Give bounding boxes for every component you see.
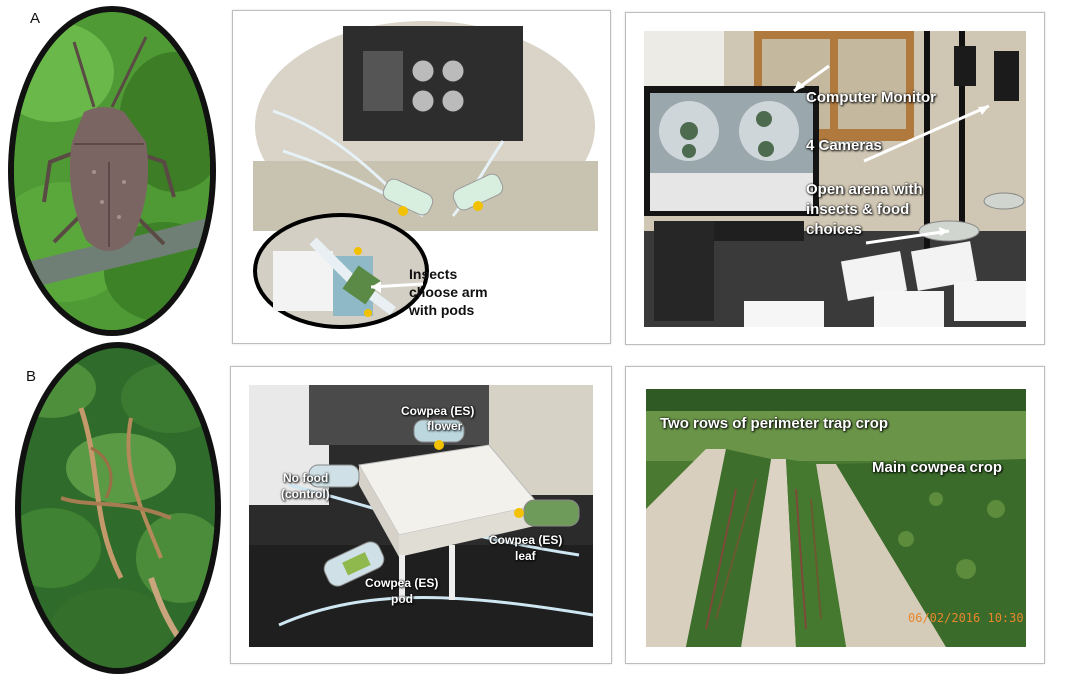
panel-e-arena-label-line2: insects & food bbox=[806, 201, 910, 218]
field-trap-crop-illustration bbox=[646, 389, 1026, 647]
panel-d-leaf-label-line1: Cowpea (ES) bbox=[489, 533, 563, 547]
panel-d-flower-label-line2: flower bbox=[427, 419, 463, 433]
panel-a-stink-bug-photo bbox=[8, 6, 216, 336]
olfactometer-illustration bbox=[253, 21, 598, 333]
panel-f-frame: Two rows of perimeter trap crop Main cow… bbox=[625, 366, 1045, 664]
panel-c-annotation-line1: Insects bbox=[409, 266, 458, 282]
panel-d-flower-label-line1: Cowpea (ES) bbox=[401, 404, 475, 418]
panel-a-photo-content bbox=[14, 12, 210, 330]
panel-d-four-arm-olfactometer-photo bbox=[249, 385, 593, 647]
camera-setup-illustration bbox=[644, 31, 1026, 327]
panel-f-main-crop-label: Main cowpea crop bbox=[872, 459, 1003, 476]
panel-c-frame: Insects choose arm with pods bbox=[232, 10, 611, 344]
stink-bug-illustration bbox=[14, 12, 210, 330]
damaged-cowpea-illustration bbox=[21, 348, 215, 668]
panel-e-camera-setup-photo bbox=[644, 31, 1026, 327]
panel-d-frame: Cowpea (ES) flower No food (control) Cow… bbox=[230, 366, 612, 664]
panel-c-annotation-line2: choose arm bbox=[409, 284, 488, 300]
panel-label-b: B bbox=[26, 368, 37, 385]
panel-e-cameras-label: 4 Cameras bbox=[806, 137, 882, 154]
panel-d-pod-label-line2: pod bbox=[391, 592, 413, 606]
panel-f-timestamp: 06/02/2016 10:30 bbox=[908, 611, 1024, 625]
panel-d-control-label-line2: (control) bbox=[281, 487, 330, 501]
panel-f-trap-crop-label: Two rows of perimeter trap crop bbox=[660, 415, 889, 432]
panel-f-field-photo bbox=[646, 389, 1026, 647]
four-arm-olfactometer-illustration bbox=[249, 385, 593, 647]
panel-e-arena-label-line1: Open arena with bbox=[806, 181, 923, 198]
panel-c-olfactometer-photo bbox=[253, 21, 598, 333]
panel-e-arena-label-line3: choices bbox=[806, 221, 862, 238]
panel-b-photo-content bbox=[21, 348, 215, 668]
panel-d-leaf-label-line2: leaf bbox=[515, 549, 536, 563]
panel-d-pod-label-line1: Cowpea (ES) bbox=[365, 576, 439, 590]
panel-label-a: A bbox=[30, 10, 41, 27]
panel-d-control-label-line1: No food bbox=[283, 471, 329, 485]
panel-b-damaged-pods-photo bbox=[15, 342, 221, 674]
panel-e-frame: Computer Monitor 4 Cameras Open arena wi… bbox=[625, 12, 1045, 345]
panel-e-monitor-label: Computer Monitor bbox=[806, 89, 936, 106]
panel-c-annotation-line3: with pods bbox=[409, 302, 475, 318]
